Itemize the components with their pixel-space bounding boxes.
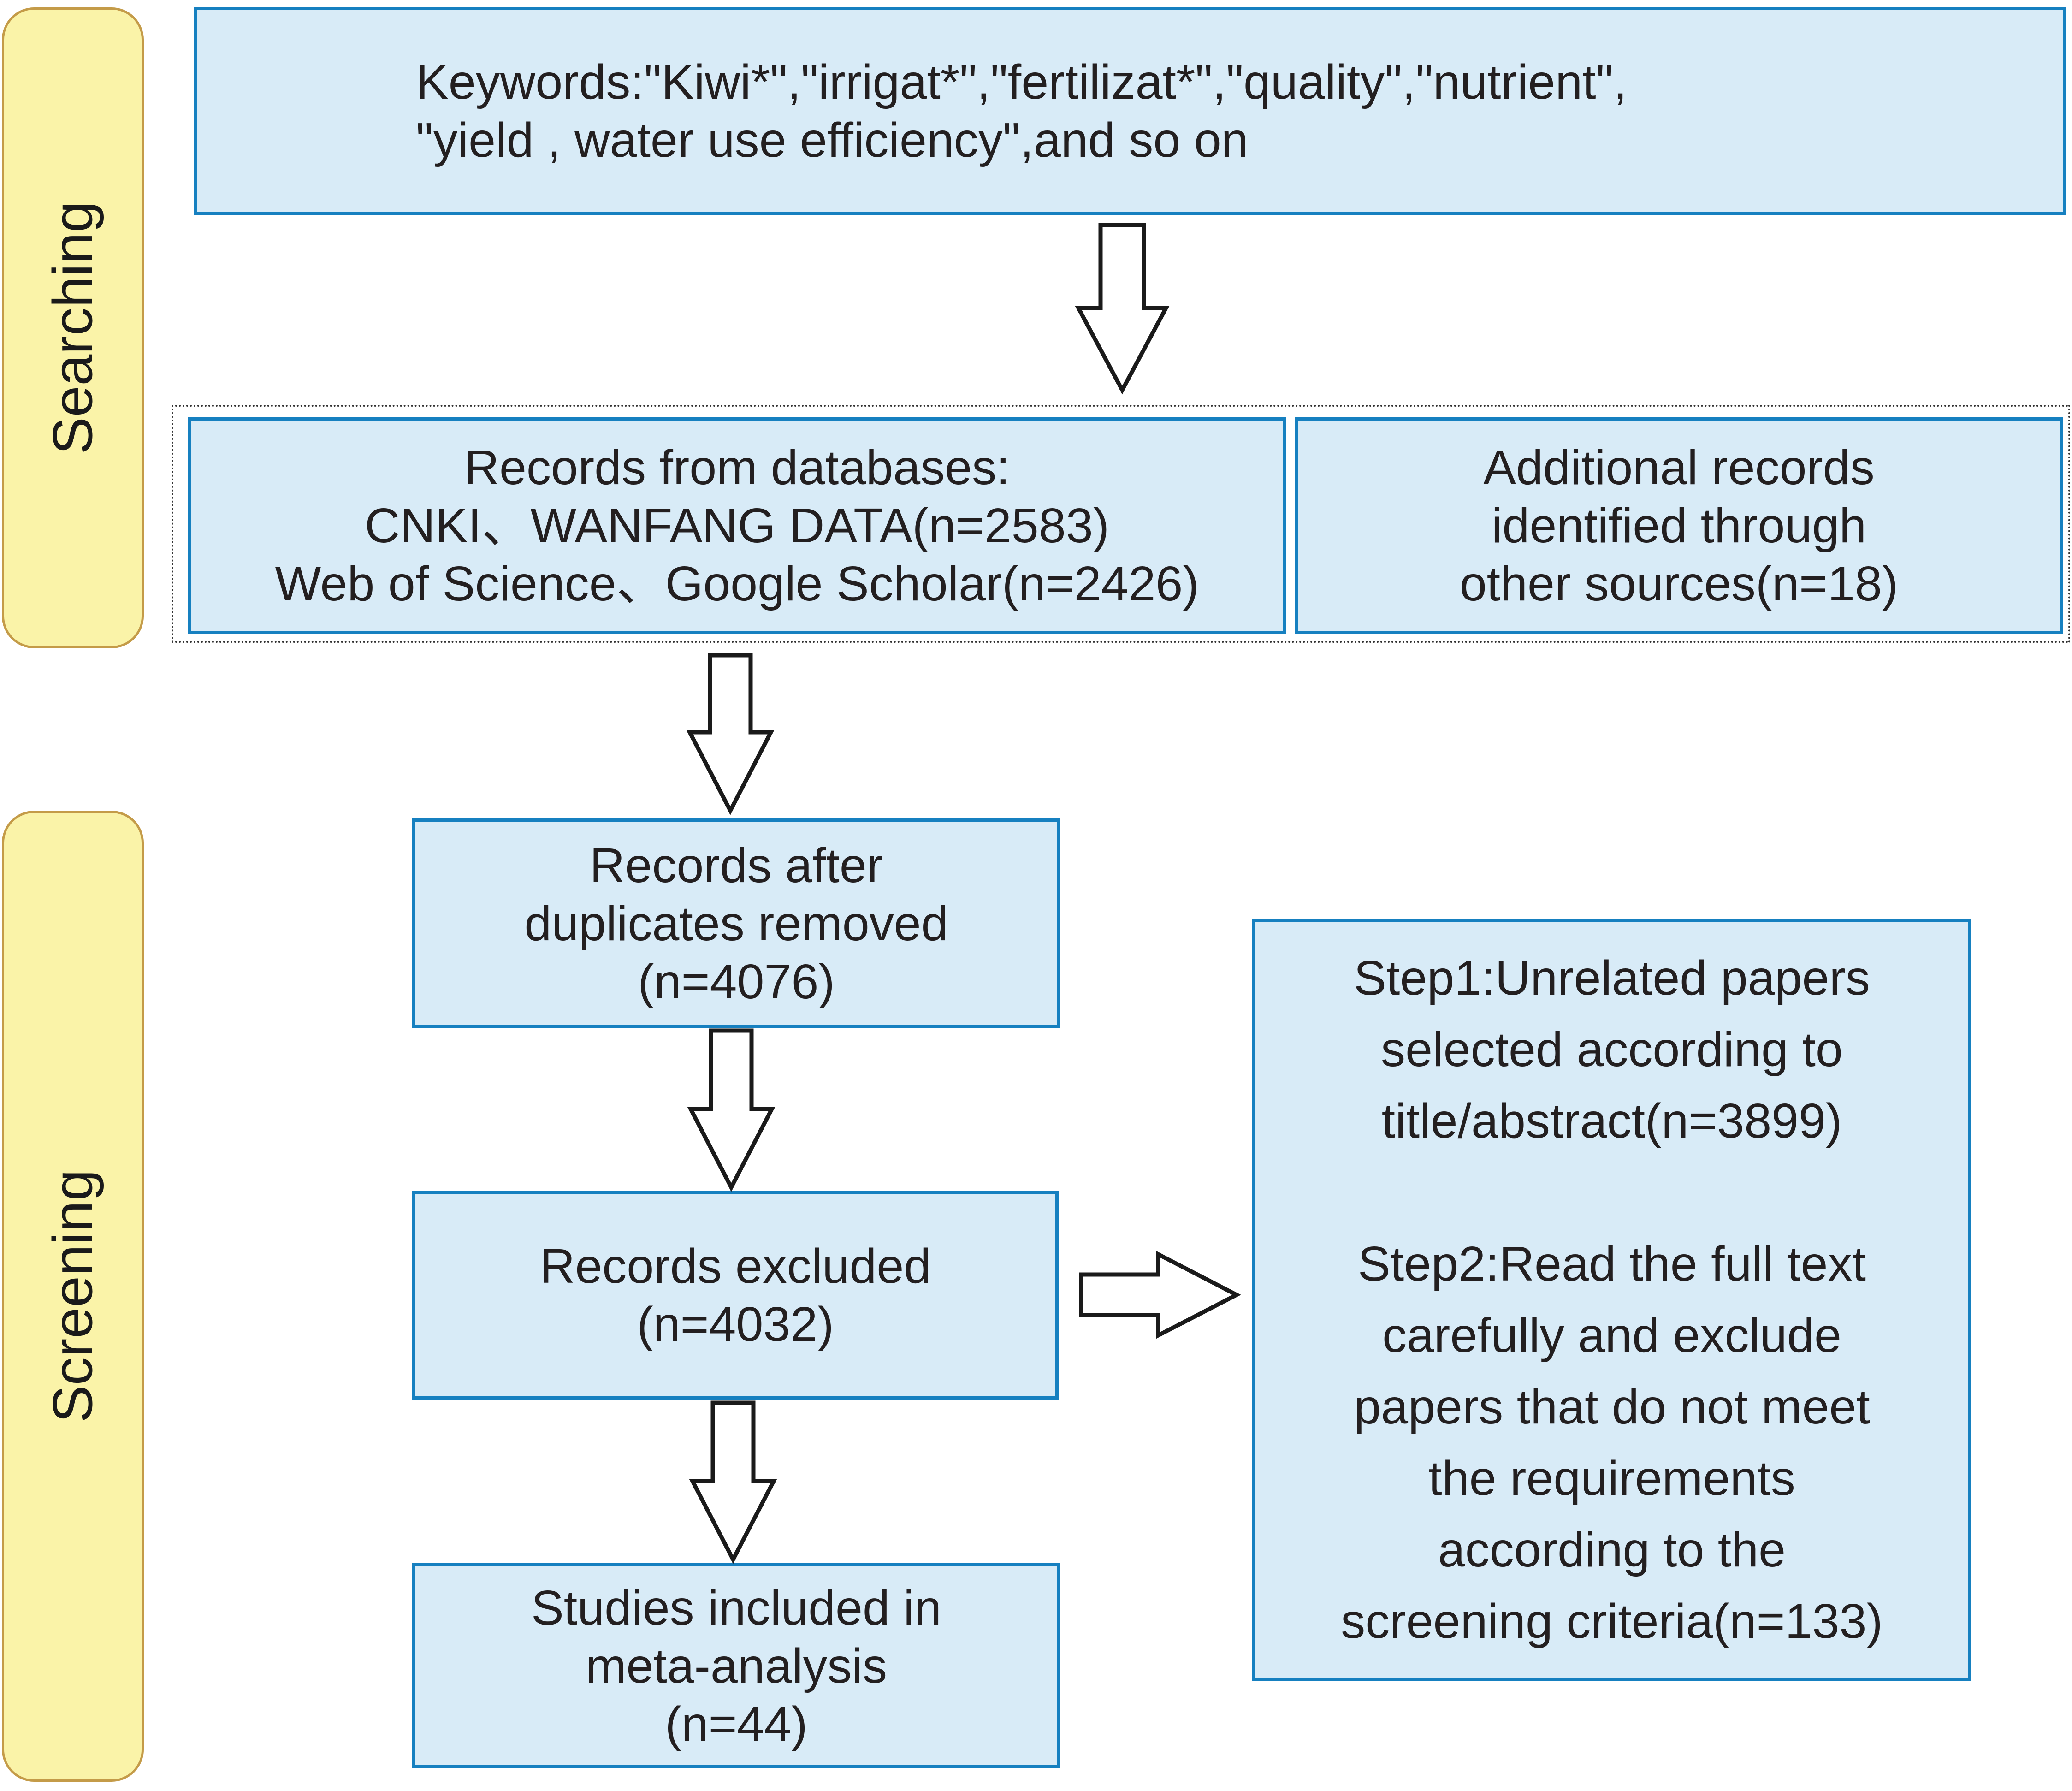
keywords-box: Keywords:"Kiwi*","irrigat*","fertilizat*… (194, 7, 2066, 215)
duplicates-box-line: (n=4076) (638, 954, 835, 1009)
screening-steps-box: Step1:Unrelated papers selected accordin… (1252, 919, 1971, 1681)
down-arrow-icon (1075, 223, 1170, 395)
additional-box-line: Additional records (1483, 440, 1875, 495)
stage-label-searching-text: Searching (41, 201, 105, 455)
duplicates-box-line: duplicates removed (524, 896, 948, 951)
additional-records-box: Additional records identified through ot… (1295, 417, 2063, 634)
databases-box-line: Web of Science、Google Scholar(n=2426) (275, 557, 1199, 611)
steps-box-line: carefully and exclude (1382, 1308, 1841, 1363)
down-arrow-icon (689, 1400, 777, 1564)
down-arrow-icon (686, 653, 775, 815)
identification-group-outline (172, 405, 2070, 643)
steps-box-line: title/abstract(n=3899) (1381, 1093, 1842, 1148)
keywords-line: Keywords:"Kiwi*","irrigat*","fertilizat*… (416, 55, 1627, 109)
steps-box-line: the requirements (1428, 1451, 1795, 1506)
stage-label-searching: Searching (2, 7, 144, 648)
down-arrow-icon (687, 1028, 776, 1192)
databases-box-line: Records from databases: (464, 440, 1010, 495)
stage-label-screening-text: Screening (41, 1169, 105, 1423)
steps-box-line: papers that do not meet (1354, 1379, 1870, 1434)
additional-box-line: other sources(n=18) (1459, 557, 1899, 611)
included-box-line: Studies included in (531, 1580, 941, 1635)
records-from-databases-box: Records from databases: CNKI、WANFANG DAT… (188, 417, 1286, 634)
keywords-line: "yield , water use efficiency",and so on (416, 113, 1249, 167)
included-box-line: meta-analysis (586, 1638, 887, 1693)
steps-box-line: according to the (1438, 1522, 1786, 1577)
included-box-line: (n=44) (665, 1696, 808, 1751)
studies-included-box: Studies included in meta-analysis (n=44) (412, 1563, 1060, 1768)
additional-box-line: identified through (1491, 498, 1867, 553)
steps-box-line: Step2:Read the full text (1358, 1236, 1866, 1291)
databases-box-line: CNKI、WANFANG DATA(n=2583) (365, 498, 1109, 553)
duplicates-removed-box: Records after duplicates removed (n=4076… (412, 818, 1060, 1028)
steps-box-line: selected according to (1381, 1022, 1843, 1077)
records-excluded-box: Records excluded (n=4032) (412, 1191, 1059, 1400)
duplicates-box-line: Records after (589, 838, 883, 893)
steps-box-line: Step1:Unrelated papers (1354, 950, 1870, 1005)
right-arrow-icon (1079, 1251, 1241, 1339)
excluded-box-line: (n=4032) (637, 1297, 834, 1352)
excluded-box-line: Records excluded (539, 1239, 931, 1293)
steps-box-line: screening criteria(n=133) (1341, 1594, 1883, 1649)
stage-label-screening: Screening (2, 811, 144, 1782)
